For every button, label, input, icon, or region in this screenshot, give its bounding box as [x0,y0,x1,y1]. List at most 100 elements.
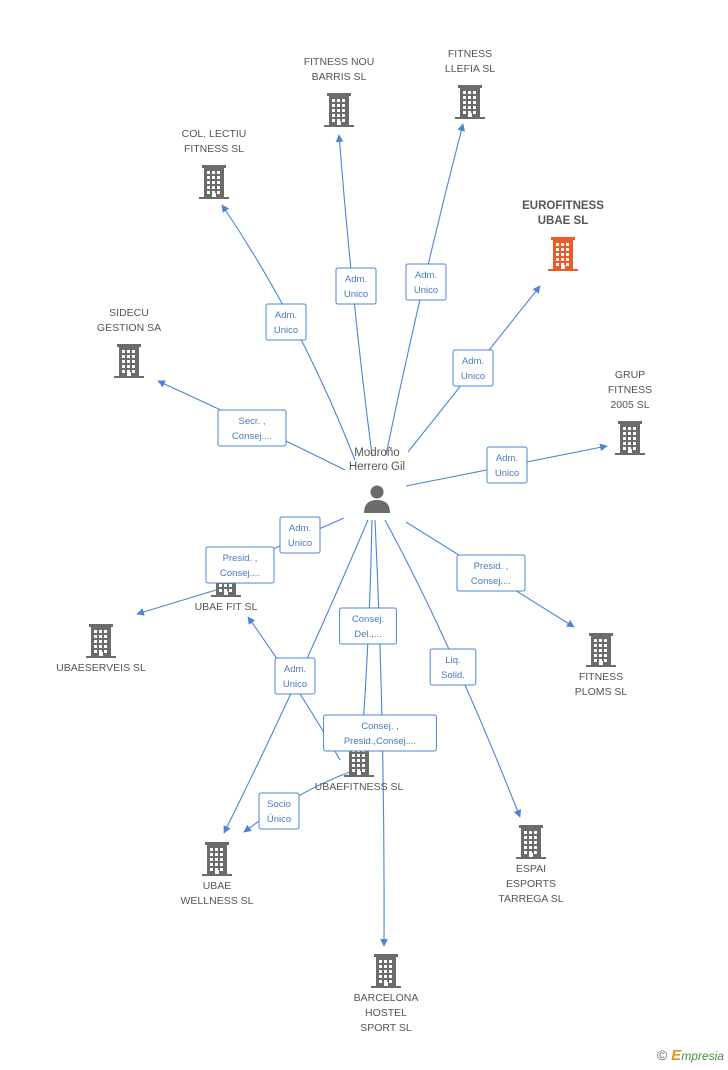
edge-label-box [339,607,397,645]
copyright-icon: © [656,1047,668,1063]
node-label-line: ESPORTS [506,878,556,890]
edge-label-text: Liq. [445,655,460,666]
company-node-ubaefitness[interactable]: UBAEFITNESS SL [315,743,404,793]
node-label-line: TARREGA SL [498,893,563,905]
edge-ubae_fit-to-ubaeserveis [136,589,217,616]
edge-label-box [452,349,494,387]
edge-label-text: Unico [344,289,368,300]
edge-label[interactable]: Adm. Unico [486,446,528,484]
node-label-line: UBAESERVEIS SL [56,662,146,674]
building-icon [455,85,485,119]
edge-label[interactable]: Presid. , Consej.... [205,546,275,584]
node-label-line: SPORT SL [360,1022,412,1034]
edge-label[interactable]: Adm. Unico [279,516,321,554]
person-label-line: Herrero Gil [349,461,405,473]
edge-label-text: Unico [495,468,519,479]
node-label-line: WELLNESS SL [181,895,254,907]
edge-label-text: Consej.... [220,568,260,579]
node-label-line: UBAE [203,880,232,892]
edge-label-box [335,267,377,305]
edge-label-box [258,792,300,830]
node-label-line: FITNESS NOU [304,56,375,68]
company-node-ubae_wellness[interactable]: UBAE WELLNESS SL [181,842,254,907]
edge-label[interactable]: Adm. Unico [452,349,494,387]
edge-label-text: Presid.,Consej.... [344,736,416,747]
edge-label-text: Adm. [275,310,297,321]
edge-label-box [274,657,316,695]
edge-label-box [429,648,477,686]
company-node-fitness_nou_barris[interactable]: FITNESS NOU BARRIS SL [304,56,375,127]
edge-label-text: Adm. [462,356,484,367]
edge-label-text: Único [267,814,291,825]
edge-label-text: Presid. , [223,553,258,564]
edge-label-box [486,446,528,484]
node-label-line: HOSTEL [365,1007,407,1019]
edge-label-text: Adm. [496,453,518,464]
node-label-line: COL. LECTIU [182,128,247,140]
edge-label-box [279,516,321,554]
company-node-ubaeserveis[interactable]: UBAESERVEIS SL [56,624,146,674]
edge-labels-layer: Adm.UnicoAdm.UnicoAdm.UnicoAdm.UnicoSecr… [205,263,528,830]
node-label-line: UBAE FIT SL [195,601,258,613]
edge-label[interactable]: Adm. Unico [265,303,307,341]
node-label-line: FITNESS [448,48,492,60]
edge-label-text: Unico [283,679,307,690]
edge-label-text: Adm. [289,523,311,534]
edge-label-text: Socio [267,799,291,810]
node-label-line: EUROFITNESS [522,200,604,212]
edge-label-text: Solid. [441,670,465,681]
edge-label-text: Unico [274,325,298,336]
node-label-line: GRUP [615,369,645,381]
edge-label[interactable]: Presid. ,Consej.... [456,554,526,592]
edges-layer [136,123,608,947]
edge-label[interactable]: Secr. , Consej.... [217,409,287,447]
edge-label[interactable]: Consej.Del.,... [339,607,397,645]
edge-label[interactable]: Consej. ,Presid.,Consej.... [323,714,437,752]
edge-label[interactable]: Adm. Unico [405,263,447,301]
building-icon [586,633,616,667]
edge-label-text: Adm. [284,664,306,675]
edge-label[interactable]: Adm. Unico [274,657,316,695]
edge-label[interactable]: Liq. Solid. [429,648,477,686]
edge-label-box [205,546,275,584]
edge-label-box [405,263,447,301]
edge-label-text: Unico [288,538,312,549]
building-icon [516,825,546,859]
footer-brand: ©Empresia [657,1047,724,1064]
edge-label-text: Consej. [352,614,384,625]
node-label-line: PLOMS SL [575,686,628,698]
building-icon [114,344,144,378]
node-label-line: FITNESS [608,384,652,396]
edge-label-box [456,554,526,592]
brand-initial: E [671,1047,682,1064]
building-icon [615,421,645,455]
building-icon [86,624,116,658]
edge-label-box [323,714,437,752]
edge-label[interactable]: Adm. Unico [335,267,377,305]
edge-label-text: Secr. , [239,416,266,427]
company-node-barcelona_hostel[interactable]: BARCELONA HOSTEL SPORT SL [354,954,419,1034]
edge-label-text: Unico [461,371,485,382]
node-label-line: BARRIS SL [312,71,367,83]
node-label-line: GESTION SA [97,322,161,334]
node-label-line: BARCELONA [354,992,419,1004]
edge-label-text: Adm. [415,270,437,281]
edge-label-text: Consej.... [232,431,272,442]
node-label-line: UBAEFITNESS SL [315,781,404,793]
building-icon [371,954,401,988]
building-icon [548,237,578,271]
building-icon [199,165,229,199]
edge-label-text: Unico [414,285,438,296]
edge-label-text: Adm. [345,274,367,285]
